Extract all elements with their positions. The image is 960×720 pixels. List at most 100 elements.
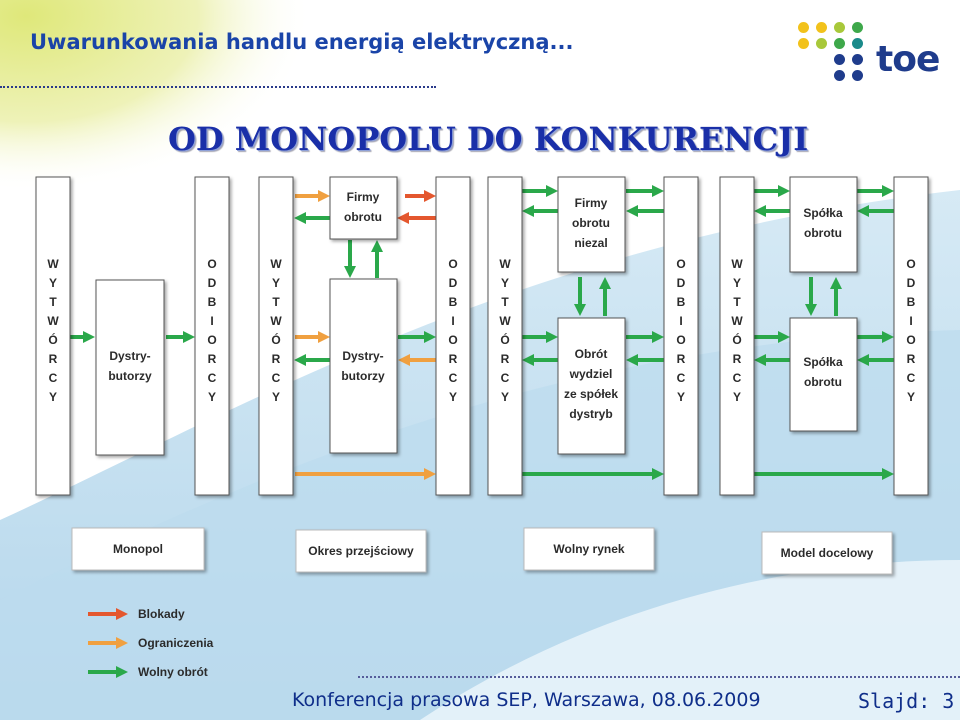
trading-company-label: obrotu <box>804 375 842 389</box>
arrow-head <box>626 354 638 366</box>
producers-label-letter: Y <box>733 276 741 290</box>
consumers-label-letter: I <box>210 314 213 328</box>
consumers-label-letter: D <box>449 276 458 290</box>
stage-label: Okres przejściowy <box>308 544 414 558</box>
arrow-head <box>652 185 664 197</box>
independent-trading-firms-box <box>557 176 626 273</box>
producers-label-letter: Y <box>733 390 741 404</box>
consumers-label-letter: C <box>907 371 916 385</box>
arrow-head <box>830 277 842 289</box>
trading-company-label: obrotu <box>804 226 842 240</box>
arrow-head <box>397 212 409 224</box>
trading-firms-label: Firmy <box>347 190 380 204</box>
consumers-label-letter: O <box>207 257 216 271</box>
consumers-label-letter: Y <box>907 390 915 404</box>
header-divider <box>0 86 436 88</box>
arrow-head <box>318 190 330 202</box>
producers-label-letter: Y <box>501 390 509 404</box>
producers-label-letter: Y <box>272 390 280 404</box>
slide-main-title: OD MONOPOLU DO KONKURENCJI <box>168 120 809 158</box>
consumers-label-letter: B <box>208 295 217 309</box>
footer-conference-text: Konferencja prasowa SEP, Warszawa, 08.06… <box>292 689 761 711</box>
stage-label: Model docelowy <box>781 546 874 560</box>
arrow-head <box>754 205 766 217</box>
producers-label-letter: Y <box>272 276 280 290</box>
producers-label-letter: Ó <box>271 332 280 347</box>
footer-divider <box>358 676 960 678</box>
arrow-head <box>882 331 894 343</box>
consumers-label-letter: O <box>207 333 216 347</box>
producers-label-letter: C <box>272 371 281 385</box>
arrow-head <box>546 331 558 343</box>
trading-company-label: Spółka <box>803 355 843 369</box>
producers-label-letter: Y <box>49 276 57 290</box>
logo-dot <box>852 54 863 65</box>
consumers-label-letter: Y <box>449 390 457 404</box>
consumers-column <box>663 176 699 496</box>
arrow-head <box>857 205 869 217</box>
producers-column <box>258 176 294 496</box>
logo-dot <box>852 38 863 49</box>
arrow-head <box>574 304 586 316</box>
logo-dot <box>834 38 845 49</box>
arrow-head <box>116 608 128 620</box>
arrow-head <box>116 666 128 678</box>
logo-dot <box>834 70 845 81</box>
producers-label-letter: C <box>49 371 58 385</box>
consumers-label-letter: I <box>451 314 454 328</box>
arrow-head <box>882 468 894 480</box>
logo-dot <box>852 22 863 33</box>
legend-label: Ograniczenia <box>138 636 214 650</box>
arrow-head <box>599 277 611 289</box>
trading-firms-label: obrotu <box>344 210 382 224</box>
producers-label-letter: R <box>49 352 58 366</box>
consumers-label-letter: R <box>208 352 217 366</box>
consumers-label-letter: I <box>679 314 682 328</box>
producers-label-letter: C <box>733 371 742 385</box>
producers-label-letter: Y <box>501 276 509 290</box>
producers-label-letter: Y <box>49 390 57 404</box>
consumers-label-letter: Y <box>677 390 685 404</box>
logo-dot <box>834 54 845 65</box>
arrow-head <box>371 240 383 252</box>
trading-company-label: Spółka <box>803 206 843 220</box>
arrow-head <box>294 212 306 224</box>
producers-label-letter: R <box>501 352 510 366</box>
consumers-label-letter: Y <box>208 390 216 404</box>
independent-trading-firms-label: niezal <box>574 236 607 250</box>
producers-label-letter: T <box>49 295 57 309</box>
arrow-head <box>294 354 306 366</box>
arrow-head <box>344 266 356 278</box>
arrow-head <box>522 205 534 217</box>
consumers-label-letter: C <box>208 371 217 385</box>
producers-label-letter: W <box>731 314 743 328</box>
producers-label-letter: R <box>733 352 742 366</box>
arrow-head <box>398 354 410 366</box>
producers-label-letter: C <box>501 371 510 385</box>
logo-text: toe <box>876 39 940 80</box>
producers-label-letter: W <box>499 257 511 271</box>
stage-box <box>761 531 893 575</box>
arrow-head <box>652 331 664 343</box>
arrow-head <box>857 354 869 366</box>
trading-company-box <box>789 176 858 273</box>
consumers-column <box>893 176 929 496</box>
consumers-label-letter: R <box>907 352 916 366</box>
logo-dot <box>816 22 827 33</box>
arrow-head <box>424 331 436 343</box>
producers-label-letter: R <box>272 352 281 366</box>
producers-label-letter: W <box>270 314 282 328</box>
consumers-label-letter: O <box>448 333 457 347</box>
logo-dot <box>852 70 863 81</box>
trading-company-box <box>789 317 858 432</box>
producers-label-letter: Ó <box>48 332 57 347</box>
arrow-head <box>652 468 664 480</box>
producers-label-letter: W <box>47 314 59 328</box>
arrow-head <box>116 637 128 649</box>
arrow-head <box>183 331 195 343</box>
separated-trading-label: wydziel <box>569 367 613 381</box>
logo-dot <box>816 38 827 49</box>
stage-label: Monopol <box>113 542 163 556</box>
logo-dot <box>798 22 809 33</box>
